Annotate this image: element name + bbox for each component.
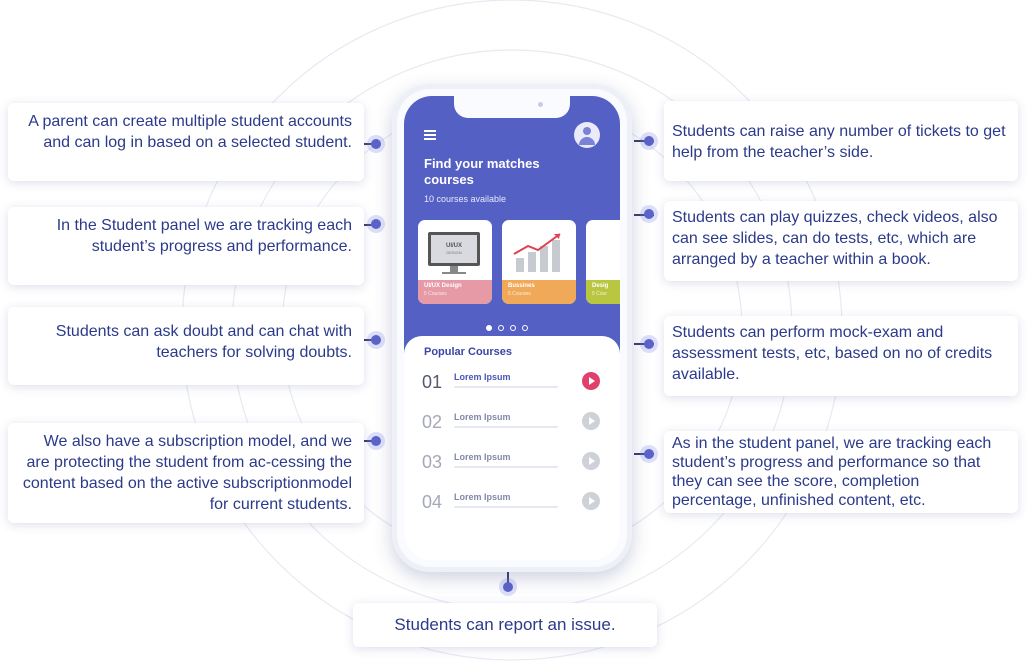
callout-text: Students can report an issue. bbox=[394, 615, 616, 634]
callout-report-issue: Students can report an issue. bbox=[353, 603, 657, 647]
course-number: 04 bbox=[422, 492, 443, 512]
pager-dot[interactable] bbox=[510, 325, 516, 331]
card-subtitle: 5 Courses bbox=[424, 291, 447, 297]
phone-notch bbox=[454, 96, 570, 118]
course-name: Lorem Ipsum bbox=[454, 452, 511, 462]
connector-dot bbox=[371, 139, 381, 149]
course-name: Lorem Ipsum bbox=[454, 372, 511, 382]
hero-subtitle: 10 courses available bbox=[424, 194, 507, 204]
callout-text: Students can play quizzes, check videos,… bbox=[672, 209, 998, 268]
card-title: UI/UX Design bbox=[424, 283, 462, 289]
callout-text: Students can raise any number of tickets… bbox=[672, 123, 1006, 161]
phone-screen: Find your matches courses 10 courses ava… bbox=[404, 96, 620, 560]
course-description-line bbox=[454, 506, 558, 508]
course-card[interactable]: Desig 5 Cour bbox=[586, 220, 620, 304]
card-band: Bussines 5 Courses bbox=[502, 280, 576, 304]
callout-text: As in the student panel, we are tracking… bbox=[672, 435, 992, 509]
card-title: Desig bbox=[592, 283, 609, 289]
callout-text: Students can ask doubt and can chat with… bbox=[55, 323, 352, 361]
pager-dot[interactable] bbox=[522, 325, 528, 331]
monitor-screen-label: UI/UX bbox=[446, 243, 462, 249]
connector-dot bbox=[644, 449, 654, 459]
connector-dot bbox=[371, 219, 381, 229]
course-row[interactable]: 03 Lorem Ipsum bbox=[422, 450, 612, 482]
callout-score-tracking: As in the student panel, we are tracking… bbox=[664, 431, 1018, 513]
card-subtitle: 5 Cour bbox=[592, 291, 608, 297]
course-description-line bbox=[454, 386, 558, 388]
connector-dot bbox=[371, 335, 381, 345]
play-icon[interactable] bbox=[582, 372, 600, 390]
hero-title: Find your matches courses bbox=[424, 156, 540, 187]
popular-courses-panel: Popular Courses 01 Lorem Ipsum 02 Lorem … bbox=[404, 336, 620, 560]
connector-dot bbox=[644, 209, 654, 219]
callout-doubt-chat: Students can ask doubt and can chat with… bbox=[8, 307, 364, 385]
popular-courses-title: Popular Courses bbox=[424, 346, 513, 358]
course-row[interactable]: 02 Lorem Ipsum bbox=[422, 410, 612, 442]
course-row[interactable]: 04 Lorem Ipsum bbox=[422, 490, 612, 522]
callout-text: A parent can create multiple student acc… bbox=[28, 113, 352, 151]
hamburger-menu-icon[interactable] bbox=[424, 130, 436, 140]
course-row[interactable]: 01 Lorem Ipsum bbox=[422, 370, 612, 402]
course-number: 02 bbox=[422, 412, 443, 432]
pager-dot[interactable] bbox=[486, 325, 492, 331]
course-description-line bbox=[454, 426, 558, 428]
course-card[interactable]: UI/UX DESIGN UI/UX Design 5 Courses bbox=[418, 220, 492, 304]
course-number: 03 bbox=[422, 452, 443, 472]
avatar[interactable] bbox=[574, 122, 600, 148]
connector-line bbox=[507, 572, 509, 586]
callout-tickets: Students can raise any number of tickets… bbox=[664, 101, 1018, 181]
course-card[interactable]: Bussines 5 Courses bbox=[502, 220, 576, 304]
course-name: Lorem Ipsum bbox=[454, 492, 511, 502]
phone-mockup: Find your matches courses 10 courses ava… bbox=[392, 84, 632, 572]
card-title: Bussines bbox=[508, 283, 535, 289]
callout-progress-tracking: In the Student panel we are tracking eac… bbox=[8, 207, 364, 285]
callout-mock-exam: Students can perform mock-exam and asses… bbox=[664, 316, 1018, 396]
callout-subscription: We also have a subscription model, and w… bbox=[8, 423, 364, 523]
connector-dot bbox=[644, 136, 654, 146]
monitor-screen-sublabel: DESIGN bbox=[446, 250, 461, 255]
connector-dot bbox=[371, 436, 381, 446]
callout-multi-student: A parent can create multiple student acc… bbox=[8, 103, 364, 181]
callout-text: In the Student panel we are tracking eac… bbox=[56, 217, 352, 255]
callout-text: We also have a subscription model, and w… bbox=[22, 433, 352, 513]
course-number: 01 bbox=[422, 372, 443, 392]
card-band: Desig 5 Cour bbox=[586, 280, 620, 304]
play-icon[interactable] bbox=[582, 492, 600, 510]
callout-text: Students can perform mock-exam and asses… bbox=[672, 324, 993, 383]
card-band: UI/UX Design 5 Courses bbox=[418, 280, 492, 304]
carousel-pager[interactable] bbox=[486, 318, 534, 336]
connector-dot bbox=[503, 582, 513, 592]
course-description-line bbox=[454, 466, 558, 468]
monitor-icon: UI/UX DESIGN bbox=[428, 232, 480, 274]
growth-chart-icon bbox=[513, 233, 561, 272]
course-name: Lorem Ipsum bbox=[454, 412, 511, 422]
play-icon[interactable] bbox=[582, 412, 600, 430]
play-icon[interactable] bbox=[582, 452, 600, 470]
card-subtitle: 5 Courses bbox=[508, 291, 531, 297]
pager-dot[interactable] bbox=[498, 325, 504, 331]
callout-quizzes: Students can play quizzes, check videos,… bbox=[664, 201, 1018, 281]
connector-dot bbox=[644, 339, 654, 349]
